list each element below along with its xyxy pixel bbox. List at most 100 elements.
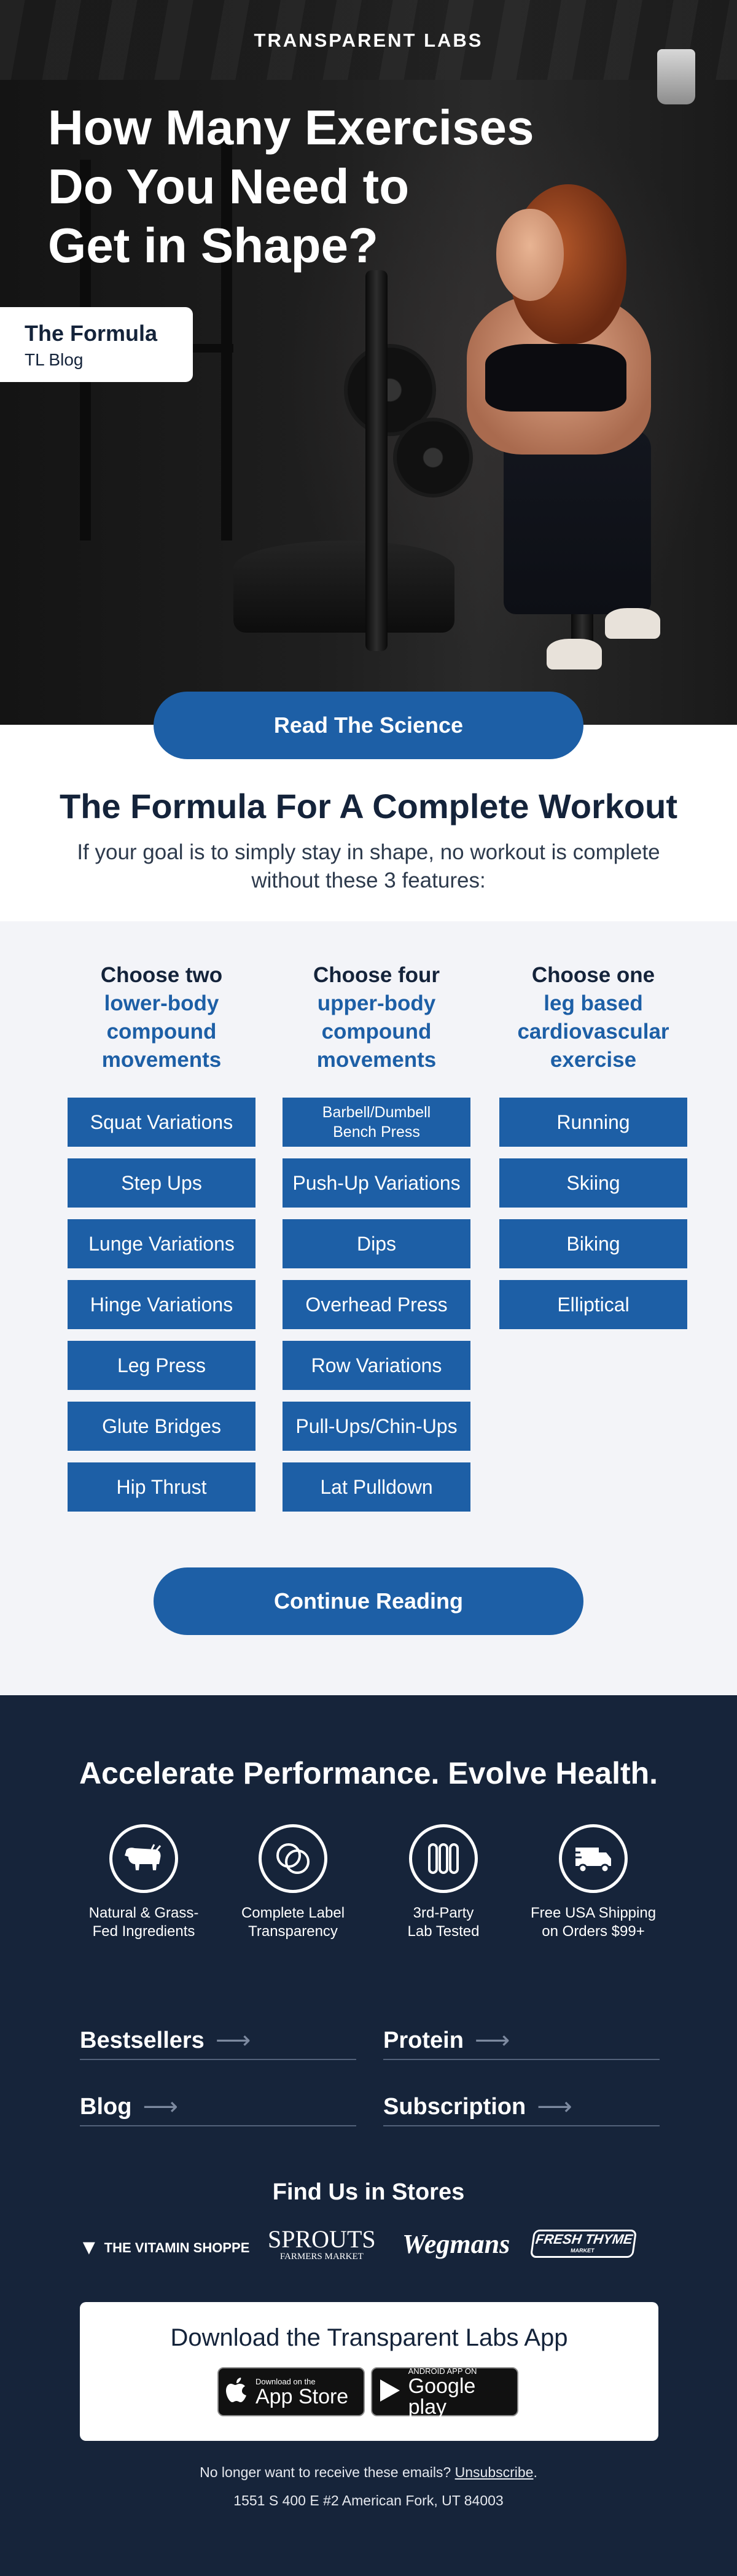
- athlete-legs: [504, 430, 651, 614]
- exercise-item[interactable]: Push-Up Variations: [283, 1158, 470, 1208]
- weight-sled: [233, 541, 454, 633]
- athlete-shoe: [605, 608, 660, 639]
- exercise-item[interactable]: Pull-Ups/Chin-Ups: [283, 1402, 470, 1451]
- exercise-item[interactable]: Hinge Variations: [68, 1280, 255, 1329]
- ceiling-lamp: [657, 49, 695, 104]
- footer-link-blog[interactable]: Blog ⟶: [80, 2088, 356, 2126]
- store-wegmans[interactable]: Wegmans: [402, 2229, 510, 2259]
- column-heading-blue: movements: [101, 1048, 222, 1072]
- footer-link-subscription[interactable]: Subscription ⟶: [383, 2088, 660, 2126]
- app-download-box: Download the Transparent Labs App Downlo…: [80, 2302, 658, 2441]
- footer-title: Accelerate Performance. Evolve Health.: [79, 1756, 658, 1790]
- app-store-small: Download on the: [255, 2376, 316, 2386]
- athlete-shoe: [547, 639, 602, 669]
- footer-link-label: Subscription: [383, 2093, 526, 2120]
- google-play-badge[interactable]: ANDROID APP ON Google play: [371, 2366, 518, 2419]
- vitamin-shoppe-logo-icon: ▼: [79, 2236, 99, 2259]
- feature-label-line: Lab Tested: [407, 1923, 480, 1940]
- section-subtitle: If your goal is to simply stay in shape,…: [77, 840, 660, 892]
- athlete-face: [496, 209, 564, 301]
- unsubscribe-line: No longer want to receive these emails? …: [0, 2464, 737, 2481]
- exercise-item[interactable]: Lat Pulldown: [283, 1462, 470, 1512]
- feature-label-line: Complete Label: [241, 1905, 345, 1921]
- feature-label: Free USA Shipping on Orders $99+: [517, 1904, 670, 1941]
- exercise-item[interactable]: Elliptical: [499, 1280, 687, 1329]
- exercise-item[interactable]: Biking: [499, 1219, 687, 1268]
- footer-link-label: Bestsellers: [80, 2027, 205, 2053]
- continue-reading-button[interactable]: Continue Reading: [154, 1567, 583, 1635]
- exercise-item[interactable]: Leg Press: [68, 1341, 255, 1390]
- weight-plate: [393, 418, 473, 498]
- feature-lab-tested: 3rd-Party Lab Tested: [367, 1824, 520, 1941]
- read-science-button[interactable]: Read The Science: [154, 692, 583, 759]
- column-cardio: Choose one leg based cardiovascular exer…: [499, 961, 687, 1329]
- column-lower-body: Choose two lower-body compound movements…: [68, 961, 255, 1512]
- play-icon: [372, 2378, 408, 2406]
- test-tubes-icon: [409, 1824, 478, 1893]
- app-store-big: App Store: [255, 2384, 349, 2408]
- gym-ceiling: [0, 0, 737, 80]
- feature-transparency: Complete Label Transparency: [216, 1824, 370, 1941]
- exercise-item[interactable]: Dips: [283, 1219, 470, 1268]
- google-play-big: Google play: [408, 2374, 476, 2419]
- exercise-item[interactable]: Hip Thrust: [68, 1462, 255, 1512]
- exercise-item[interactable]: Row Variations: [283, 1341, 470, 1390]
- column-heading-blue: exercise: [550, 1048, 637, 1072]
- column-heading-blue: lower-body: [104, 991, 219, 1015]
- hero-title-line: Get in Shape?: [48, 218, 378, 273]
- exercise-item[interactable]: Glute Bridges: [68, 1402, 255, 1451]
- feature-natural: Natural & Grass- Fed Ingredients: [67, 1824, 220, 1941]
- hero-title-line: Do You Need to: [48, 159, 410, 214]
- label-circles-icon: [259, 1824, 327, 1893]
- apple-icon: [219, 2377, 255, 2406]
- brand-logo[interactable]: TRANSPARENT LABS: [254, 29, 483, 51]
- footer-link-bestsellers[interactable]: Bestsellers ⟶: [80, 2022, 356, 2060]
- arrow-right-icon: ⟶: [142, 2093, 178, 2120]
- unsubscribe-period: .: [533, 2464, 537, 2480]
- section-title: The Formula For A Complete Workout: [60, 787, 677, 825]
- truck-icon: [559, 1824, 628, 1893]
- column-heading: Choose one leg based cardiovascular exer…: [499, 961, 687, 1074]
- exercise-item[interactable]: Squat Variations: [68, 1098, 255, 1147]
- feature-label-line: Fed Ingredients: [92, 1923, 195, 1940]
- store-vitamin-shoppe[interactable]: ▼ THE VITAMIN SHOPPE: [79, 2236, 249, 2260]
- google-play-small: ANDROID APP ON: [408, 2366, 477, 2376]
- unsubscribe-link[interactable]: Unsubscribe: [454, 2464, 534, 2480]
- footer-link-protein[interactable]: Protein ⟶: [383, 2022, 660, 2060]
- hero-image: [0, 0, 737, 725]
- store-sub: FARMERS MARKET: [279, 2252, 364, 2262]
- column-upper-body: Choose four upper-body compound movement…: [283, 961, 470, 1512]
- exercise-item[interactable]: Overhead Press: [283, 1280, 470, 1329]
- footer-link-label: Blog: [80, 2093, 132, 2120]
- athlete-sports-bra: [485, 344, 626, 412]
- feature-label-line: Natural & Grass-: [88, 1905, 199, 1921]
- column-heading-blue: upper-body: [317, 991, 436, 1015]
- feature-label: 3rd-Party Lab Tested: [367, 1904, 520, 1941]
- blog-tag-sub: TL Blog: [25, 350, 84, 369]
- column-heading-blue: movements: [316, 1048, 437, 1072]
- feature-label-line: on Orders $99+: [542, 1923, 645, 1940]
- store-fresh-thyme[interactable]: FRESH THYME MARKET: [529, 2230, 638, 2258]
- exercise-item[interactable]: Lunge Variations: [68, 1219, 255, 1268]
- store-sprouts[interactable]: SPROUTS FARMERS MARKET: [268, 2227, 376, 2262]
- column-heading-blue: leg based: [544, 991, 643, 1015]
- feature-label-line: Transparency: [248, 1923, 338, 1940]
- feature-shipping: Free USA Shipping on Orders $99+: [517, 1824, 670, 1941]
- column-heading-text: Choose four: [313, 963, 440, 987]
- rack-post: [221, 141, 232, 541]
- exercise-item[interactable]: Running: [499, 1098, 687, 1147]
- arrow-right-icon: ⟶: [215, 2027, 251, 2054]
- app-store-badge[interactable]: Download on the App Store: [217, 2367, 365, 2416]
- column-heading-blue: compound: [106, 1020, 217, 1044]
- exercise-item[interactable]: Barbell/Dumbell Bench Press: [283, 1098, 470, 1147]
- store-name: SPROUTS: [268, 2225, 376, 2253]
- column-heading: Choose four upper-body compound movement…: [283, 961, 470, 1074]
- postal-address: 1551 S 400 E #2 American Fork, UT 84003: [233, 2492, 504, 2508]
- exercise-item[interactable]: Skiing: [499, 1158, 687, 1208]
- footer-link-label: Protein: [383, 2027, 464, 2053]
- exercise-item[interactable]: Step Ups: [68, 1158, 255, 1208]
- column-heading: Choose two lower-body compound movements: [68, 961, 255, 1074]
- feature-label-line: Free USA Shipping: [530, 1905, 657, 1921]
- feature-label: Complete Label Transparency: [216, 1904, 370, 1941]
